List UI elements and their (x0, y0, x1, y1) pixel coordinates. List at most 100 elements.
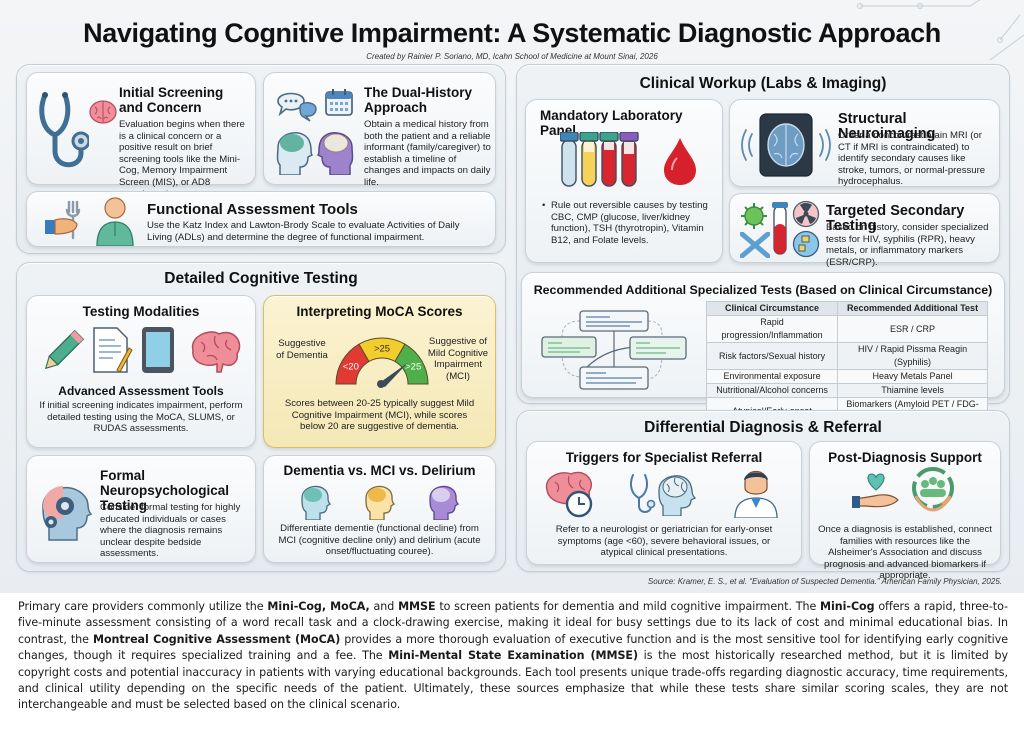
cognitive-testing-title: Detailed Cognitive Testing (164, 270, 358, 287)
doctor-icon (734, 470, 778, 518)
cognitive-testing-section: Detailed Cognitive Testing Testing Modal… (16, 262, 506, 572)
initial-evaluation-section: Initial Screening and Concern Evaluation… (16, 64, 506, 254)
summary-emphasis: Montreal Cognitive Assessment (MoCA) (92, 632, 341, 646)
head-brain-icon (658, 475, 697, 516)
moca-gauge: <20>25>25 (335, 337, 429, 388)
stethoscope-icon (39, 92, 89, 168)
head-gears-icon (42, 486, 93, 541)
dna-icon (740, 232, 770, 258)
moca-scores-card: Interpreting MoCA Scores Suggestive of D… (263, 295, 496, 448)
pencil-icon (44, 329, 85, 370)
referral-triggers-title: Triggers for Specialist Referral (565, 450, 763, 465)
table-cell: Environmental exposure (705, 369, 839, 384)
bullet-mark: • (542, 200, 546, 211)
infographic: Navigating Cognitive Impairment: A Syste… (0, 0, 1024, 593)
summary-emphasis: Mini-Cog, MoCA, (267, 600, 370, 613)
table-cell: Thiamine levels (837, 383, 988, 398)
brain-icon (89, 100, 117, 124)
initial-screening-text: Evaluation begins when there is a clinic… (119, 119, 245, 200)
dementia-mci-delirium-text: Differentiate dementie (functional decli… (278, 523, 481, 558)
recommended-tests-card: Recommended Additional Specialized Tests… (521, 272, 1005, 425)
post-diagnosis-support-text: Once a diagnosis is established, connect… (818, 524, 992, 582)
community-icon (912, 467, 954, 512)
radiation-icon (792, 200, 820, 228)
brain-clock-icon (545, 471, 593, 518)
table-cell: HIV / Rapid Pissma Reagin (Syphilis) (837, 342, 988, 370)
summary-emphasis: MMSE (398, 600, 436, 613)
test-tubes-icon (560, 132, 639, 187)
recommended-tests-table: Clinical Circumstance Recommended Additi… (705, 301, 988, 425)
neuropsych-testing-title: Formal Neuropsychological Testing (100, 468, 255, 513)
column-header: Recommended Additional Test (837, 301, 988, 316)
neuropsych-testing-text: Consider formal testing for highly educa… (100, 502, 241, 560)
brain-mark (304, 488, 322, 502)
brain-scan-icon (741, 113, 831, 177)
speech-bubbles-icon (277, 92, 317, 122)
document-icon (93, 327, 133, 373)
functional-assessment-title: Functional Assessment Tools (147, 201, 358, 218)
clinical-workup-title: Clinical Workup (Labs & Imaging) (639, 75, 887, 92)
title-line: Testing (100, 498, 147, 513)
title-line: and Concern (119, 100, 202, 115)
secondary-testing-text: Based on history, consider specialized t… (826, 222, 989, 268)
circuit-decoration-icon (856, 0, 1024, 61)
dementia-head-icon (301, 485, 332, 520)
dementia-mci-delirium-card: Dementia vs. MCI vs. Delirium Differenti… (263, 455, 496, 563)
table-cell: Rapid progression/Inflammation (705, 315, 839, 343)
gauge-needle (378, 362, 409, 387)
virus-icon (741, 203, 767, 229)
heart-hand-icon (852, 473, 899, 508)
post-diagnosis-support-title: Post-Diagnosis Support (828, 450, 982, 465)
stethoscope-icon (630, 474, 656, 513)
referral-triggers-card: Triggers for Specialist Referral (526, 441, 802, 565)
table-header-row: Clinical Circumstance Recommended Additi… (705, 301, 988, 316)
moca-left-label: Suggestive of Dementia (276, 338, 328, 361)
author-credit: Created by Rainier P. Soriano, MD, Icahn… (366, 52, 658, 61)
lab-panel-bullet: • Rule out reversible causes by testing … (542, 200, 718, 246)
calendar-icon (325, 89, 353, 116)
testing-modalities-text: If initial screening indicates impairmen… (39, 400, 243, 435)
title-line: Formal Neuropsychological (100, 468, 230, 498)
source-citation: Source: Kramer, E. S., et al. “Evaluatio… (647, 577, 1002, 586)
dementia-mci-delirium-title: Dementia vs. MCI vs. Delirium (283, 463, 476, 478)
summary-text: and (369, 600, 399, 613)
neuropsych-testing-card: Formal Neuropsychological Testing Consid… (26, 455, 256, 563)
neuroimaging-card: Structural Neuroimaging Order a noncontr… (729, 99, 1000, 187)
post-diagnosis-support-card: Post-Diagnosis Support Once a diagnosis … (809, 441, 1001, 581)
neuroimaging-text: Order a noncontrast brain MRI (or CT if … (838, 130, 986, 188)
flowchart-icon (541, 310, 687, 390)
bullet-text: Rule out reversible causes by testing CB… (551, 200, 708, 246)
moca-scores-title: Interpreting MoCA Scores (296, 304, 463, 319)
hand-fork-icon (45, 200, 81, 240)
advanced-tools-subtitle: Advanced Assessment Tools (58, 384, 224, 398)
differential-diagnosis-section: Differential Diagnosis & Referral Trigge… (516, 410, 1010, 581)
initial-screening-title: Initial Screening and Concern (119, 85, 223, 115)
summary-paragraph: Primary care providers commonly utilize … (18, 599, 1008, 714)
gauge-segment-label: <20 (343, 362, 359, 373)
title-line: Initial Screening (119, 85, 224, 100)
referral-triggers-text: Refer to a neurologist or geriatrician f… (555, 524, 773, 559)
recommended-tests-title: Recommended Additional Specialized Tests… (533, 283, 993, 297)
lab-panel-card: Mandatory Laboratory Panel • Rule out re… (525, 99, 723, 263)
gauge-segment-label: >25 (374, 344, 390, 355)
summary-text: offers a rapid, three-to-five-minute ass… (18, 600, 1008, 646)
secondary-testing-card: Targeted Secondary Testing Based on hist… (729, 193, 1000, 268)
gauge-segment (394, 343, 429, 385)
neuroimaging-title: Structural Neuroimaging (838, 111, 936, 142)
moca-right-label: Suggestive of Mild Cognitive Impairment … (427, 336, 489, 382)
summary-text: is the most historically researched meth… (18, 649, 1008, 712)
mci-head-icon (365, 485, 396, 520)
dual-history-card: The Dual-History Approach Obtain a medic… (263, 72, 496, 188)
table-cell: ESR / CRP (837, 315, 988, 343)
delirium-head-icon (429, 485, 460, 520)
test-tube-icon (772, 202, 788, 255)
secondary-testing-title: Targeted Secondary Testing (826, 203, 965, 234)
page-title: Navigating Cognitive Impairment: A Syste… (83, 18, 941, 48)
dual-history-title: The Dual-History Approach (364, 85, 472, 115)
summary-text: provides a more thorough evaluation of e… (18, 632, 1009, 663)
initial-screening-card: Initial Screening and Concern Evaluation… (26, 72, 256, 200)
